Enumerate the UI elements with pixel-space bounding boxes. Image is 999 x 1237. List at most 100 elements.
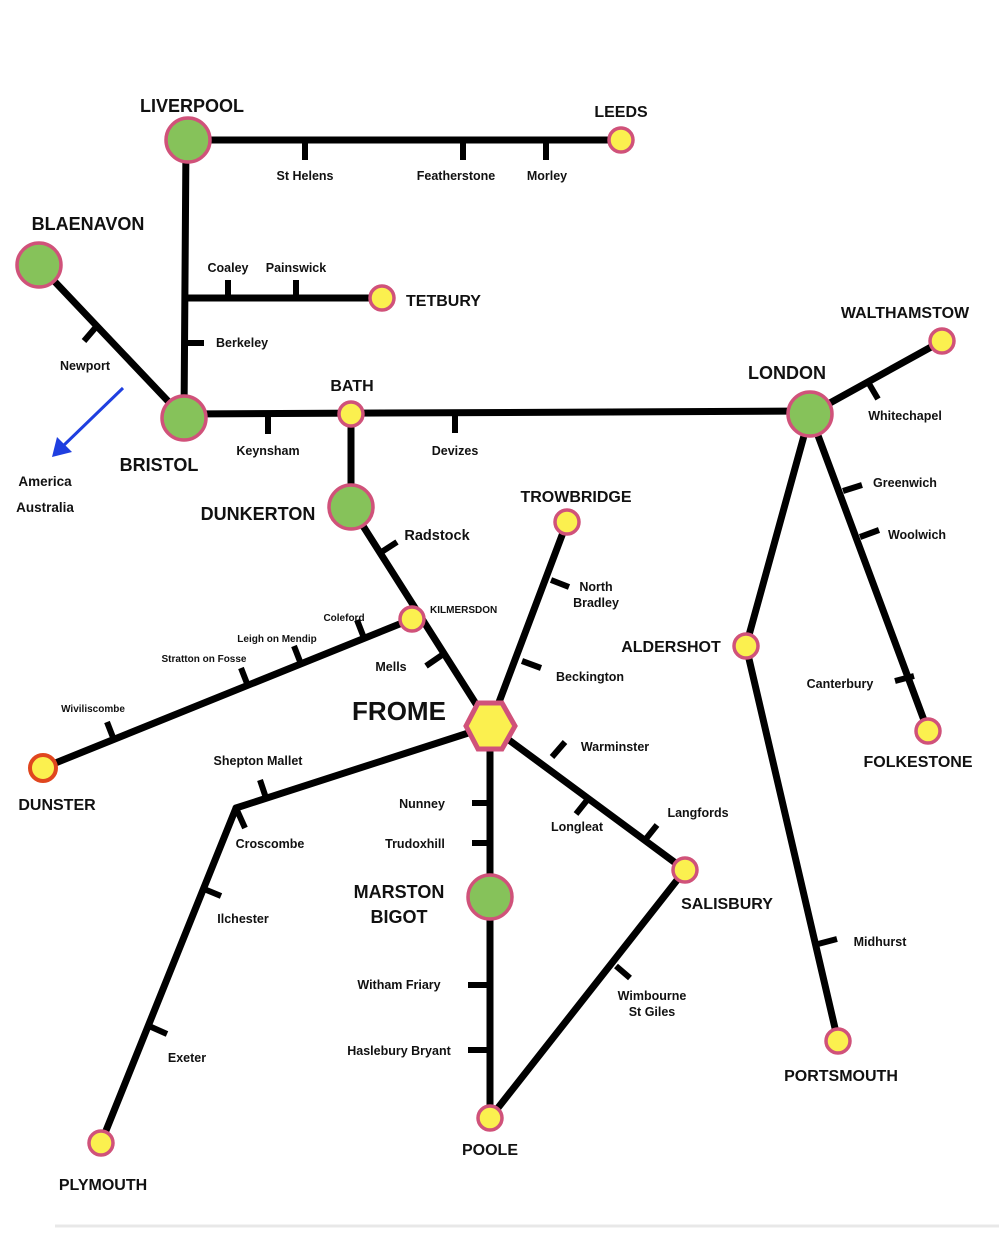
line-salisbury-poole — [486, 866, 689, 1122]
label-salisbury: SALISBURY — [681, 896, 773, 913]
label-exeter: Exeter — [168, 1051, 206, 1065]
station-plymouth[interactable] — [87, 1129, 115, 1157]
tick-longleat — [573, 797, 591, 816]
station-marston-bigot[interactable] — [466, 873, 514, 921]
station-tetbury[interactable] — [368, 284, 396, 312]
line-liverpool-bristol — [180, 136, 190, 422]
station-dunster[interactable] — [28, 753, 58, 783]
line-frome-salisbury — [486, 722, 689, 874]
label-dunkerton: DUNKERTON — [201, 504, 316, 524]
label-bigot: BIGOT — [371, 907, 428, 927]
stop-ticks — [81, 140, 915, 1053]
station-poole[interactable] — [476, 1104, 504, 1132]
label-shepton-mallet: Shepton Mallet — [214, 754, 304, 768]
label-frome: FROME — [352, 696, 446, 726]
label-stratton-on-fosse: Stratton on Fosse — [161, 654, 246, 665]
label-beckington: Beckington — [556, 670, 624, 684]
tick-wimbourne — [614, 963, 632, 981]
station-london[interactable] — [786, 390, 834, 438]
overseas-arrow — [52, 386, 125, 457]
label-blaenavon: BLAENAVON — [32, 214, 145, 234]
label-aldershot: ALDERSHOT — [621, 639, 721, 656]
rail-lines — [35, 136, 946, 1147]
label-featherstone: Featherstone — [417, 169, 496, 183]
label-kilmersdon: KILMERSDON — [430, 605, 497, 616]
line-frome-trowbridge — [486, 518, 571, 730]
station-bristol[interactable] — [160, 394, 208, 442]
label-portsmouth: PORTSMOUTH — [784, 1068, 898, 1085]
label-painswick: Painswick — [266, 261, 326, 275]
label-berkeley: Berkeley — [216, 336, 268, 350]
stations — [15, 116, 956, 1157]
label-north-bradley-1: North — [579, 580, 612, 594]
label-bath: BATH — [330, 378, 373, 395]
label-haslebury-bryant: Haslebury Bryant — [347, 1044, 451, 1058]
label-leeds: LEEDS — [594, 104, 648, 121]
tick-greenwich — [842, 482, 863, 494]
station-liverpool[interactable] — [164, 116, 212, 164]
label-wimbourne-2: St Giles — [629, 1005, 676, 1019]
overseas-labels: America Australia — [16, 474, 74, 515]
tick-whitechapel — [865, 380, 881, 401]
tick-shepton-mallet — [257, 779, 269, 799]
label-devizes: Devizes — [432, 444, 479, 458]
label-warminster: Warminster — [581, 740, 649, 754]
line-frome-croscombe — [232, 722, 494, 812]
station-kilmersdon[interactable] — [398, 605, 426, 633]
label-wiviliscombe: Wiviliscombe — [61, 704, 125, 715]
label-longleat: Longleat — [551, 820, 604, 834]
line-bristol-london — [180, 407, 814, 418]
station-folkestone[interactable] — [914, 717, 942, 745]
stop-labels: St Helens Featherstone Morley Coaley Pai… — [60, 169, 946, 1065]
label-poole: POOLE — [462, 1142, 518, 1159]
label-mells: Mells — [375, 660, 406, 674]
label-witham-friary: Witham Friary — [357, 978, 440, 992]
tick-canterbury — [894, 673, 915, 684]
tick-beckington — [520, 658, 543, 671]
station-bath[interactable] — [337, 400, 365, 428]
station-labels: LIVERPOOL LEEDS BLAENAVON TETBURY BRISTO… — [18, 96, 973, 1194]
line-croscombe-plymouth — [97, 804, 240, 1147]
tick-stratton — [238, 666, 251, 688]
station-trowbridge[interactable] — [553, 508, 581, 536]
station-leeds[interactable] — [607, 126, 635, 154]
label-trudoxhill: Trudoxhill — [385, 837, 445, 851]
label-plymouth: PLYMOUTH — [59, 1177, 147, 1194]
tick-north-bradley — [549, 577, 571, 590]
station-dunkerton[interactable] — [327, 483, 375, 531]
label-trowbridge: TROWBRIDGE — [520, 489, 631, 506]
station-salisbury[interactable] — [671, 856, 699, 884]
tick-mells — [424, 652, 444, 669]
tick-midhurst — [817, 936, 838, 947]
tick-warminster — [549, 740, 568, 759]
station-frome-hub[interactable] — [463, 700, 518, 752]
label-woolwich: Woolwich — [888, 528, 946, 542]
station-blaenavon[interactable] — [15, 241, 63, 289]
label-coleford: Coleford — [323, 613, 364, 624]
label-walthamstow: WALTHAMSTOW — [841, 305, 970, 322]
tick-coleford — [354, 618, 367, 640]
line-kilmersdon-dunster — [39, 615, 416, 772]
label-whitechapel: Whitechapel — [868, 409, 942, 423]
station-aldershot[interactable] — [732, 632, 760, 660]
tick-ilchester — [202, 886, 223, 899]
label-liverpool: LIVERPOOL — [140, 96, 244, 116]
tick-wiviliscombe — [104, 720, 117, 742]
label-ilchester: Ilchester — [217, 912, 269, 926]
label-wimbourne-1: Wimbourne — [618, 989, 687, 1003]
label-morley: Morley — [527, 169, 567, 183]
label-australia: Australia — [16, 500, 74, 515]
label-coaley: Coaley — [208, 261, 249, 275]
station-portsmouth[interactable] — [824, 1027, 852, 1055]
label-canterbury: Canterbury — [807, 677, 874, 691]
tick-radstock — [378, 539, 399, 556]
label-nunney: Nunney — [399, 797, 445, 811]
station-walthamstow[interactable] — [928, 327, 956, 355]
label-north-bradley-2: Bradley — [573, 596, 619, 610]
line-aldershot-portsmouth — [742, 642, 842, 1045]
line-london-aldershot — [742, 410, 814, 650]
tick-langfords — [642, 823, 660, 842]
tick-exeter — [147, 1023, 169, 1037]
label-st-helens: St Helens — [277, 169, 334, 183]
